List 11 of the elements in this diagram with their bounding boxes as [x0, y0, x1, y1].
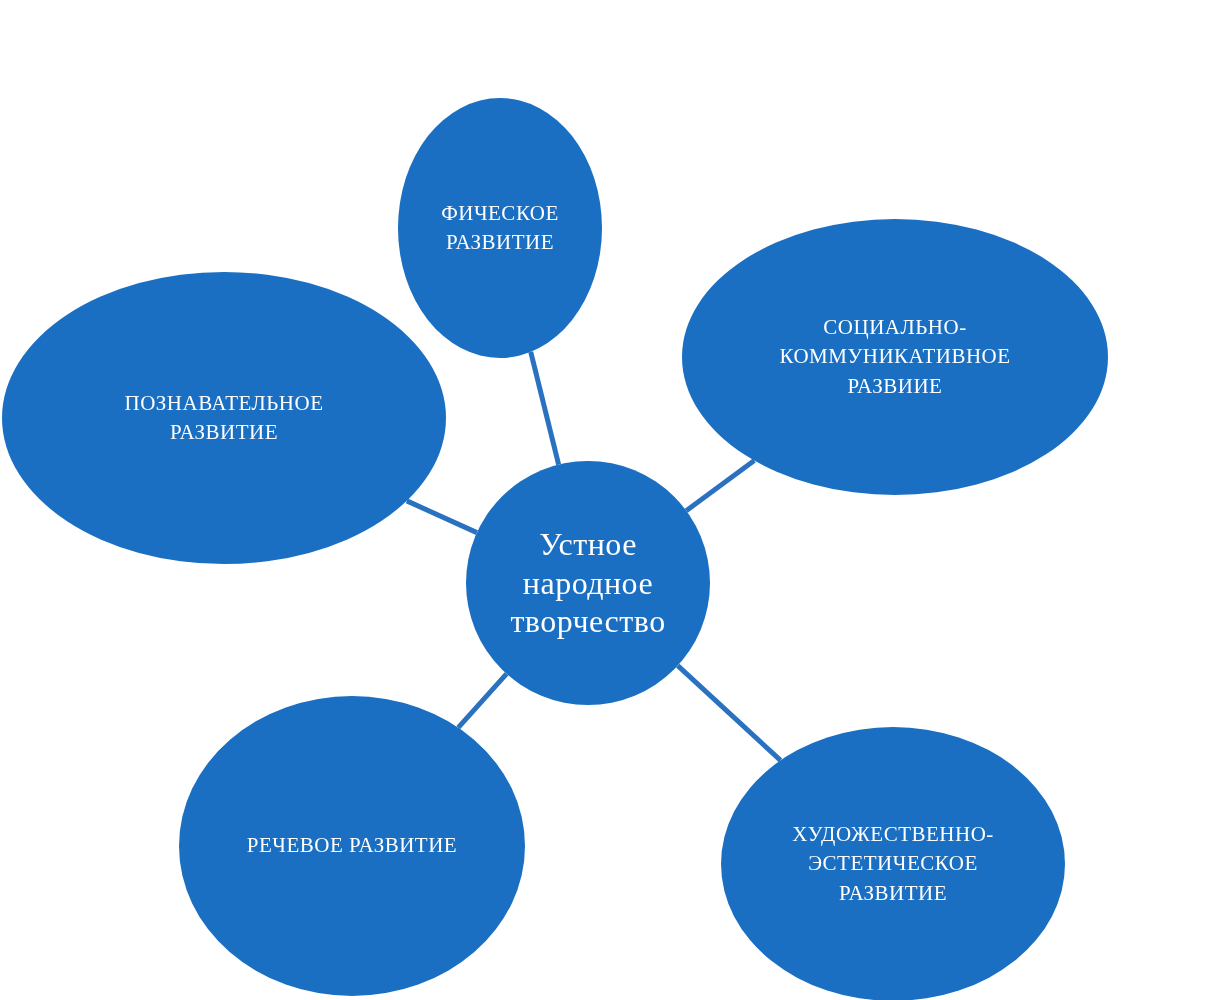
- connector-line: [684, 458, 756, 513]
- topic-label: СОЦИАЛЬНО-КОММУНИКАТИВНОЕ РАЗВИИЕ: [778, 313, 1012, 400]
- topic-label: РЕЧЕВОЕ РАЗВИТИЕ: [245, 832, 459, 860]
- connector-line: [456, 672, 509, 730]
- connector-line: [528, 351, 562, 466]
- topic-label: ПОЗНАВАТЕЛЬНОЕ РАЗВИТИЕ: [123, 389, 325, 446]
- topic-label: ХУДОЖЕСТВЕННО-ЭСТЕТИЧЕСКОЕ РАЗВИТИЕ: [791, 820, 995, 907]
- topic-label: ФИЧЕСКОЕ РАЗВИТИЕ: [440, 199, 560, 256]
- connector-line: [405, 498, 478, 535]
- connector-line: [676, 663, 783, 763]
- center-title: Устное народное творчество: [509, 525, 667, 641]
